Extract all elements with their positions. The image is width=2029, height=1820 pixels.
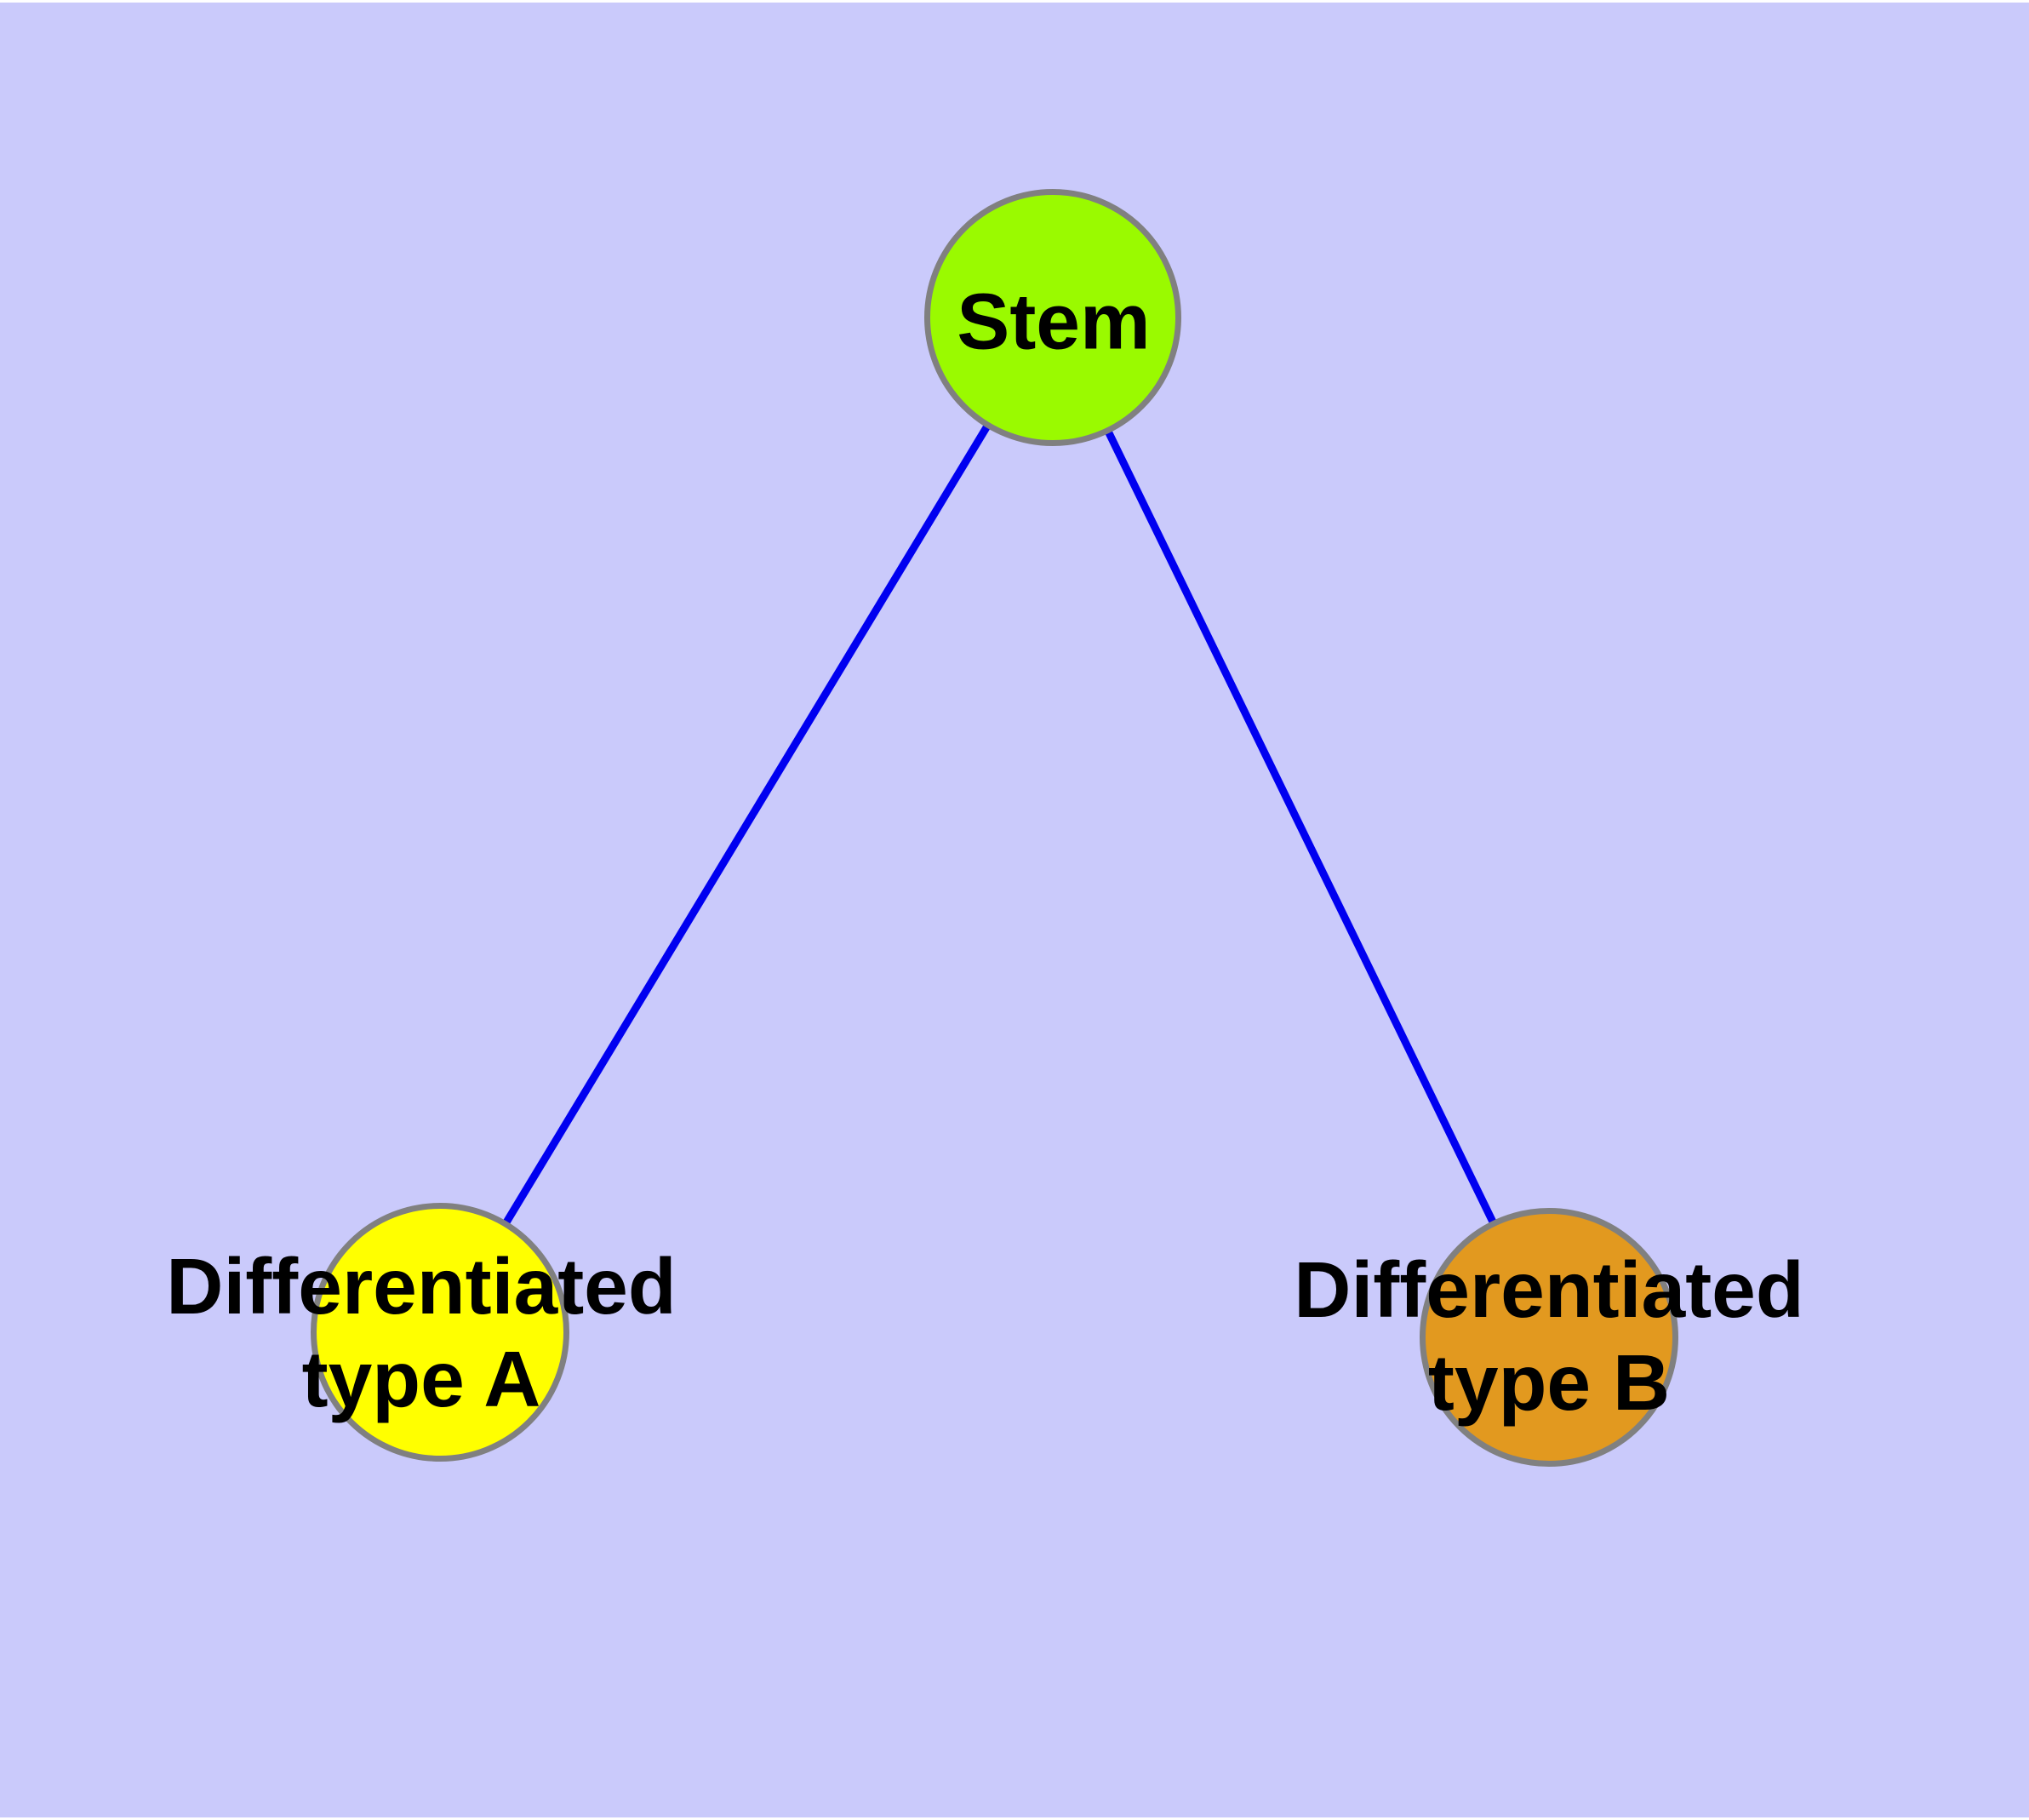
node-stem-label: Stem bbox=[957, 277, 1151, 366]
node-type-b-label: Differentiated type B bbox=[1294, 1245, 1804, 1427]
node-type-b bbox=[1420, 1208, 1678, 1467]
node-type-a bbox=[311, 1203, 569, 1462]
node-stem bbox=[924, 189, 1181, 446]
edge-stem-to-type-a bbox=[437, 315, 1056, 1335]
node-type-a-label: Differentiated type A bbox=[166, 1242, 677, 1423]
edge-stem-to-type-b bbox=[1049, 316, 1553, 1339]
